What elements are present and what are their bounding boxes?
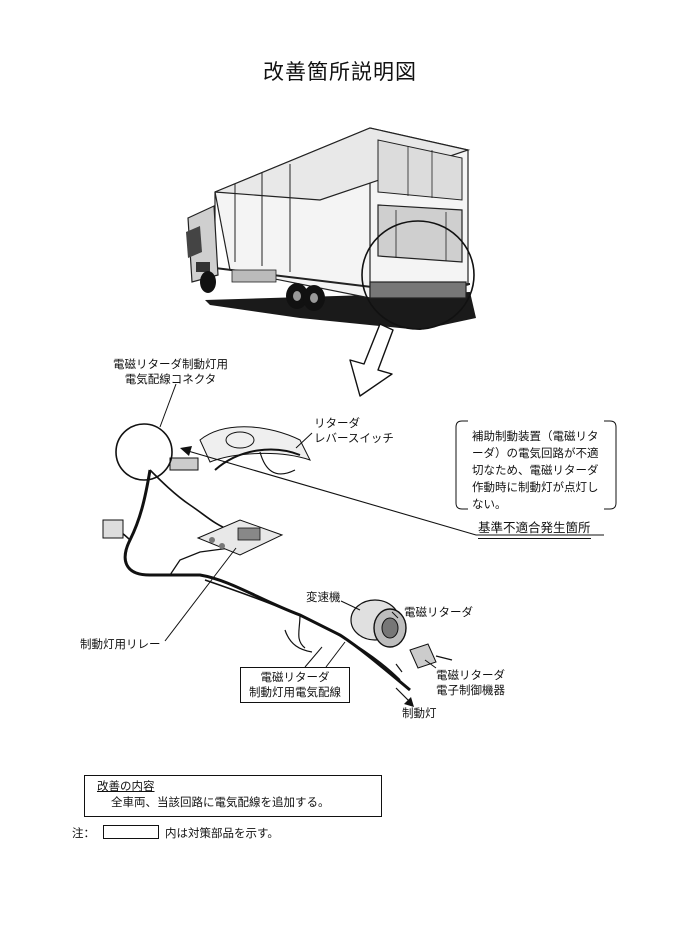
page-title: 改善箇所説明図: [263, 60, 417, 84]
brake-lamp-label: 制動灯: [402, 706, 437, 720]
controller-label-line1: 電磁リターダ: [436, 668, 505, 682]
connector-highlight-circle: [115, 423, 173, 481]
lever-switch-label-line1: リターダ: [314, 416, 360, 430]
leader-lines: [159, 383, 437, 669]
improvement-box: 改善の内容 全車両、当該回路に電気配線を追加する。: [84, 775, 382, 817]
lever-switch-label: リターダ レバースイッチ: [314, 416, 394, 446]
defect-note: 補助制動装置（電磁リターダ）の電気回路が不適切なため、電磁リターダ作動時に制動灯…: [472, 429, 599, 511]
note-bracket: [455, 420, 617, 510]
controller-label-line2: 電子制御機器: [436, 683, 505, 697]
controller-label: 電磁リターダ 電子制御機器: [436, 668, 505, 698]
improvement-body: 全車両、当該回路に電気配線を追加する。: [111, 795, 330, 809]
noncompliance-arrow: [187, 450, 604, 536]
retarder-wiring-label-line1: 電磁リターダ: [260, 670, 330, 684]
wiring-harness: [102, 426, 453, 692]
truck-illustration: [186, 127, 476, 330]
retarder-wiring-label-line2: 制動灯用電気配線: [249, 685, 341, 699]
lever-switch-label-line2: レバースイッチ: [314, 431, 394, 445]
footnote: 注： 内は対策部品を示す。: [72, 825, 279, 841]
connector-label: 電磁リターダ制動灯用 電気配線コネクタ: [113, 357, 228, 387]
transmission-label: 変速機: [306, 590, 341, 604]
relay-label: 制動灯用リレー: [80, 637, 161, 651]
rear-highlight-circle: [361, 220, 475, 330]
noncompliance-location-label: 基準不適合発生箇所: [478, 517, 591, 539]
countermeasure-box-legend: [103, 825, 159, 839]
retarder-label: 電磁リターダ: [404, 605, 473, 619]
zoom-arrow: [349, 323, 394, 397]
retarder-wiring-label: 電磁リターダ 制動灯用電気配線: [240, 667, 350, 703]
improvement-title: 改善の内容: [97, 779, 155, 793]
connector-label-line1: 電磁リターダ制動灯用: [113, 357, 228, 371]
footnote-prefix: 注：: [72, 826, 95, 840]
footnote-suffix: 内は対策部品を示す。: [165, 826, 279, 840]
connector-label-line2: 電気配線コネクタ: [124, 372, 217, 386]
